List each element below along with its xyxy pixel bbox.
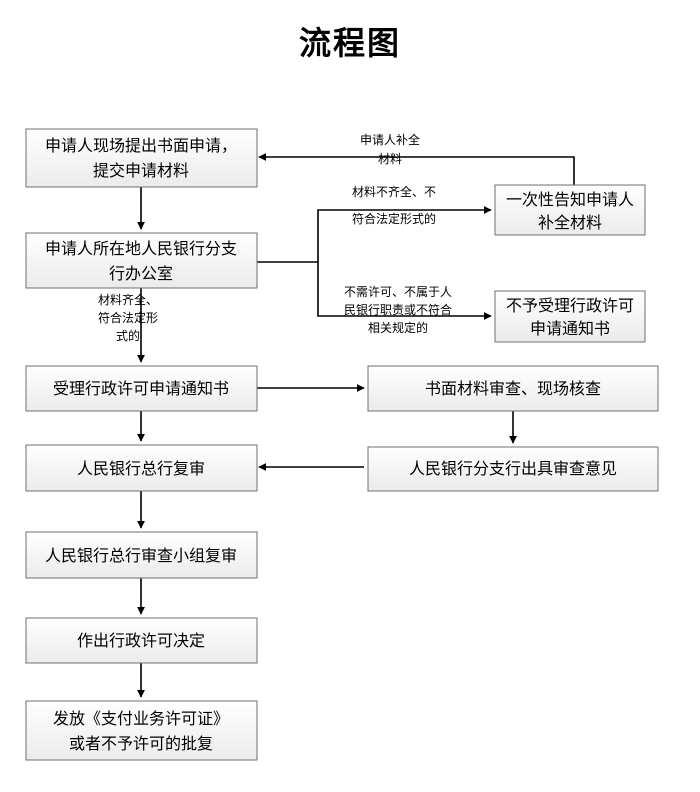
edge-label-incomplete: 材料不齐全、不 符合法定形式的 bbox=[352, 184, 436, 226]
node-group-review-line-1: 人民银行总行审查小组复审 bbox=[45, 546, 237, 565]
node-issue-line-1: 发放《支付业务许可证》 bbox=[53, 709, 229, 728]
node-accept-notice-line-1: 受理行政许可申请通知书 bbox=[53, 379, 229, 398]
node-branch-opinion: 人民银行分支行出具审查意见 bbox=[367, 446, 659, 492]
node-apply-line-1: 申请人现场提出书面申请， bbox=[45, 136, 237, 155]
node-review-onsite: 书面材料审查、现场核查 bbox=[367, 365, 659, 412]
edge-label-incomplete-line-2: 符合法定形式的 bbox=[352, 211, 436, 226]
node-branch-line-1: 申请人所在地人民银行分支 bbox=[45, 239, 237, 258]
arrow-to-reject-notice bbox=[317, 262, 492, 320]
node-notify-supplement-line-1: 一次性告知申请人 bbox=[506, 190, 634, 209]
node-issue-line-2: 或者不予许可的批复 bbox=[69, 734, 213, 753]
node-apply-line-2: 提交申请材料 bbox=[93, 161, 189, 180]
node-review-onsite-line-1: 书面材料审查、现场核查 bbox=[425, 379, 601, 398]
node-decision: 作出行政许可决定 bbox=[25, 617, 258, 664]
node-notify-supplement: 一次性告知申请人 补全材料 bbox=[494, 184, 646, 236]
node-notify-supplement-line-2: 补全材料 bbox=[538, 213, 602, 232]
node-accept-notice: 受理行政许可申请通知书 bbox=[25, 365, 258, 412]
edge-label-supplement-line-1: 申请人补全 bbox=[360, 132, 420, 147]
arrow-to-notify-supplement bbox=[317, 206, 492, 262]
node-branch: 申请人所在地人民银行分支 行办公室 bbox=[25, 232, 258, 289]
node-group-review: 人民银行总行审查小组复审 bbox=[25, 531, 258, 579]
node-decision-line-1: 作出行政许可决定 bbox=[77, 631, 205, 650]
edge-label-complete-line-2: 符合法定形 bbox=[98, 310, 158, 325]
edge-label-complete-line-3: 式的 bbox=[116, 328, 140, 343]
node-reject-notice-line-1: 不予受理行政许可 bbox=[506, 296, 634, 315]
edge-label-supplement: 申请人补全 材料 bbox=[360, 132, 420, 166]
connectors bbox=[137, 153, 575, 698]
edge-label-complete-line-1: 材料齐全、 bbox=[98, 292, 158, 307]
edge-label-supplement-line-2: 材料 bbox=[378, 152, 402, 166]
edge-label-not-required-line-3: 相关规定的 bbox=[368, 320, 428, 335]
node-reject-notice-line-2: 申请通知书 bbox=[530, 319, 610, 338]
edge-label-not-required-line-2: 民银行职责或不符合 bbox=[344, 302, 452, 317]
arrow-supplement-back bbox=[258, 153, 575, 185]
node-apply: 申请人现场提出书面申请， 提交申请材料 bbox=[25, 128, 258, 188]
node-hq-review: 人民银行总行复审 bbox=[25, 444, 258, 492]
edge-label-not-required: 不需许可、不属于人 民银行职责或不符合 相关规定的 bbox=[344, 285, 452, 335]
node-reject-notice: 不予受理行政许可 申请通知书 bbox=[494, 290, 646, 343]
node-issue: 发放《支付业务许可证》 或者不予许可的批复 bbox=[25, 700, 258, 761]
edge-label-not-required-line-1: 不需许可、不属于人 bbox=[344, 285, 452, 299]
node-hq-review-line-1: 人民银行总行复审 bbox=[77, 459, 205, 478]
page-title: 流程图 bbox=[298, 24, 401, 62]
node-branch-opinion-line-1: 人民银行分支行出具审查意见 bbox=[409, 459, 617, 478]
edge-label-complete: 材料齐全、 符合法定形 式的 bbox=[98, 292, 158, 343]
node-branch-line-2: 行办公室 bbox=[109, 264, 173, 283]
edge-label-incomplete-line-1: 材料不齐全、不 bbox=[352, 184, 436, 199]
